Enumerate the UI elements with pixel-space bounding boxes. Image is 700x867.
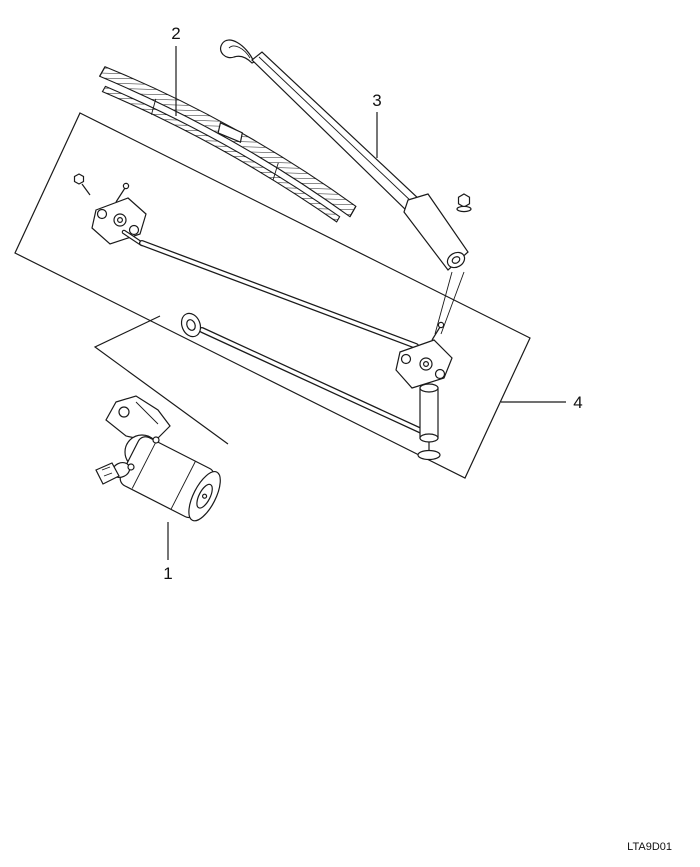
blade-squeegee-strip: [101, 85, 341, 223]
blade-end-cap-right: [349, 205, 357, 218]
blade-frame: [98, 66, 357, 218]
callout-motor-label: 1: [163, 564, 172, 583]
motor-mount-outline: [93, 315, 229, 445]
motor-connector: [95, 462, 120, 485]
frame-parallelogram: [14, 112, 531, 479]
arm-to-pivot-alignment-line-1: [434, 271, 453, 335]
motor-bracket-rib: [135, 401, 159, 425]
nut-hex: [457, 193, 471, 208]
motor-body-band-2: [170, 461, 196, 510]
left-pivot-plate: [91, 197, 147, 245]
motor-bolt-2: [127, 463, 135, 471]
right-pivot-shaft: [431, 326, 441, 341]
right-pivot-boss-center: [423, 361, 430, 368]
arm-pivot-nut: [456, 193, 472, 213]
arm-hook-inner-line: [228, 45, 251, 59]
left-pivot-shaft: [115, 187, 126, 203]
left-pivot-boss: [113, 213, 127, 227]
motor-bracket-hole: [118, 406, 130, 418]
right-pivot-foot: [417, 449, 441, 461]
left-pivot-screw-shaft: [81, 183, 91, 196]
arm-hook: [220, 39, 255, 64]
motor-end-cap-inner: [196, 483, 213, 509]
motor-connector-pin-1: [101, 466, 111, 471]
motor-bolt-1: [152, 436, 160, 444]
right-pivot-plate-hole-1: [400, 353, 412, 365]
left-pivot-boss-center: [116, 217, 123, 224]
arm-pivot-boss: [446, 251, 466, 269]
motor-end-cap-center: [201, 493, 208, 499]
callout-blade-label: 2: [171, 24, 180, 43]
wiper-arm-drawing: [220, 39, 472, 335]
callout-linkage-label: 4: [573, 393, 582, 412]
blade-bridge-2: [272, 162, 279, 181]
drawing-code: LTA9D01: [627, 841, 672, 853]
connecting-rod-inner: [200, 328, 430, 436]
right-pivot-cylinder: [419, 387, 439, 439]
left-pivot-plate-hole-1: [96, 208, 108, 220]
left-pivot-crank-inner: [122, 230, 144, 246]
right-pivot-cylinder-bottom: [419, 433, 439, 443]
right-pivot-boss: [419, 357, 433, 371]
blade-center-adapter: [217, 121, 243, 143]
left-pivot-plate-hole-2: [128, 224, 140, 236]
motor-body: [119, 436, 221, 522]
motor-body-band-1: [131, 441, 157, 489]
wiper-blade-drawing: [98, 66, 357, 223]
linkage-frame-outline: [14, 112, 531, 479]
arm-pivot-hole: [451, 256, 461, 264]
right-pivot-plate-hole-2: [434, 368, 446, 380]
rod-bushing: [180, 312, 202, 338]
blade-bridge-1: [150, 98, 157, 115]
right-pivot-shaft-tip: [437, 321, 445, 329]
callout-arm-label: 3: [372, 91, 381, 110]
nut-flange: [456, 205, 472, 213]
wiper-motor-drawing: [95, 395, 221, 522]
right-pivot-assembly: [395, 321, 453, 461]
left-pivot-assembly: [73, 173, 147, 247]
bushing-body: [180, 312, 202, 338]
arm-shaft-ridge: [258, 56, 414, 204]
arm-shaft: [251, 51, 421, 213]
drive-rod-inner: [140, 241, 418, 348]
left-pivot-shaft-tip: [122, 182, 130, 190]
arm-to-pivot-alignment-line-2: [440, 271, 465, 335]
motor-connector-pin-2: [103, 472, 113, 477]
right-pivot-cylinder-top: [419, 383, 439, 393]
left-pivot-screw-head: [73, 173, 85, 185]
blade-end-cap-left: [99, 66, 106, 77]
motor-end-cap: [188, 471, 221, 522]
wiper-linkage-drawing: [73, 173, 453, 461]
leader-lines: [167, 46, 566, 560]
bushing-bore: [186, 319, 196, 331]
